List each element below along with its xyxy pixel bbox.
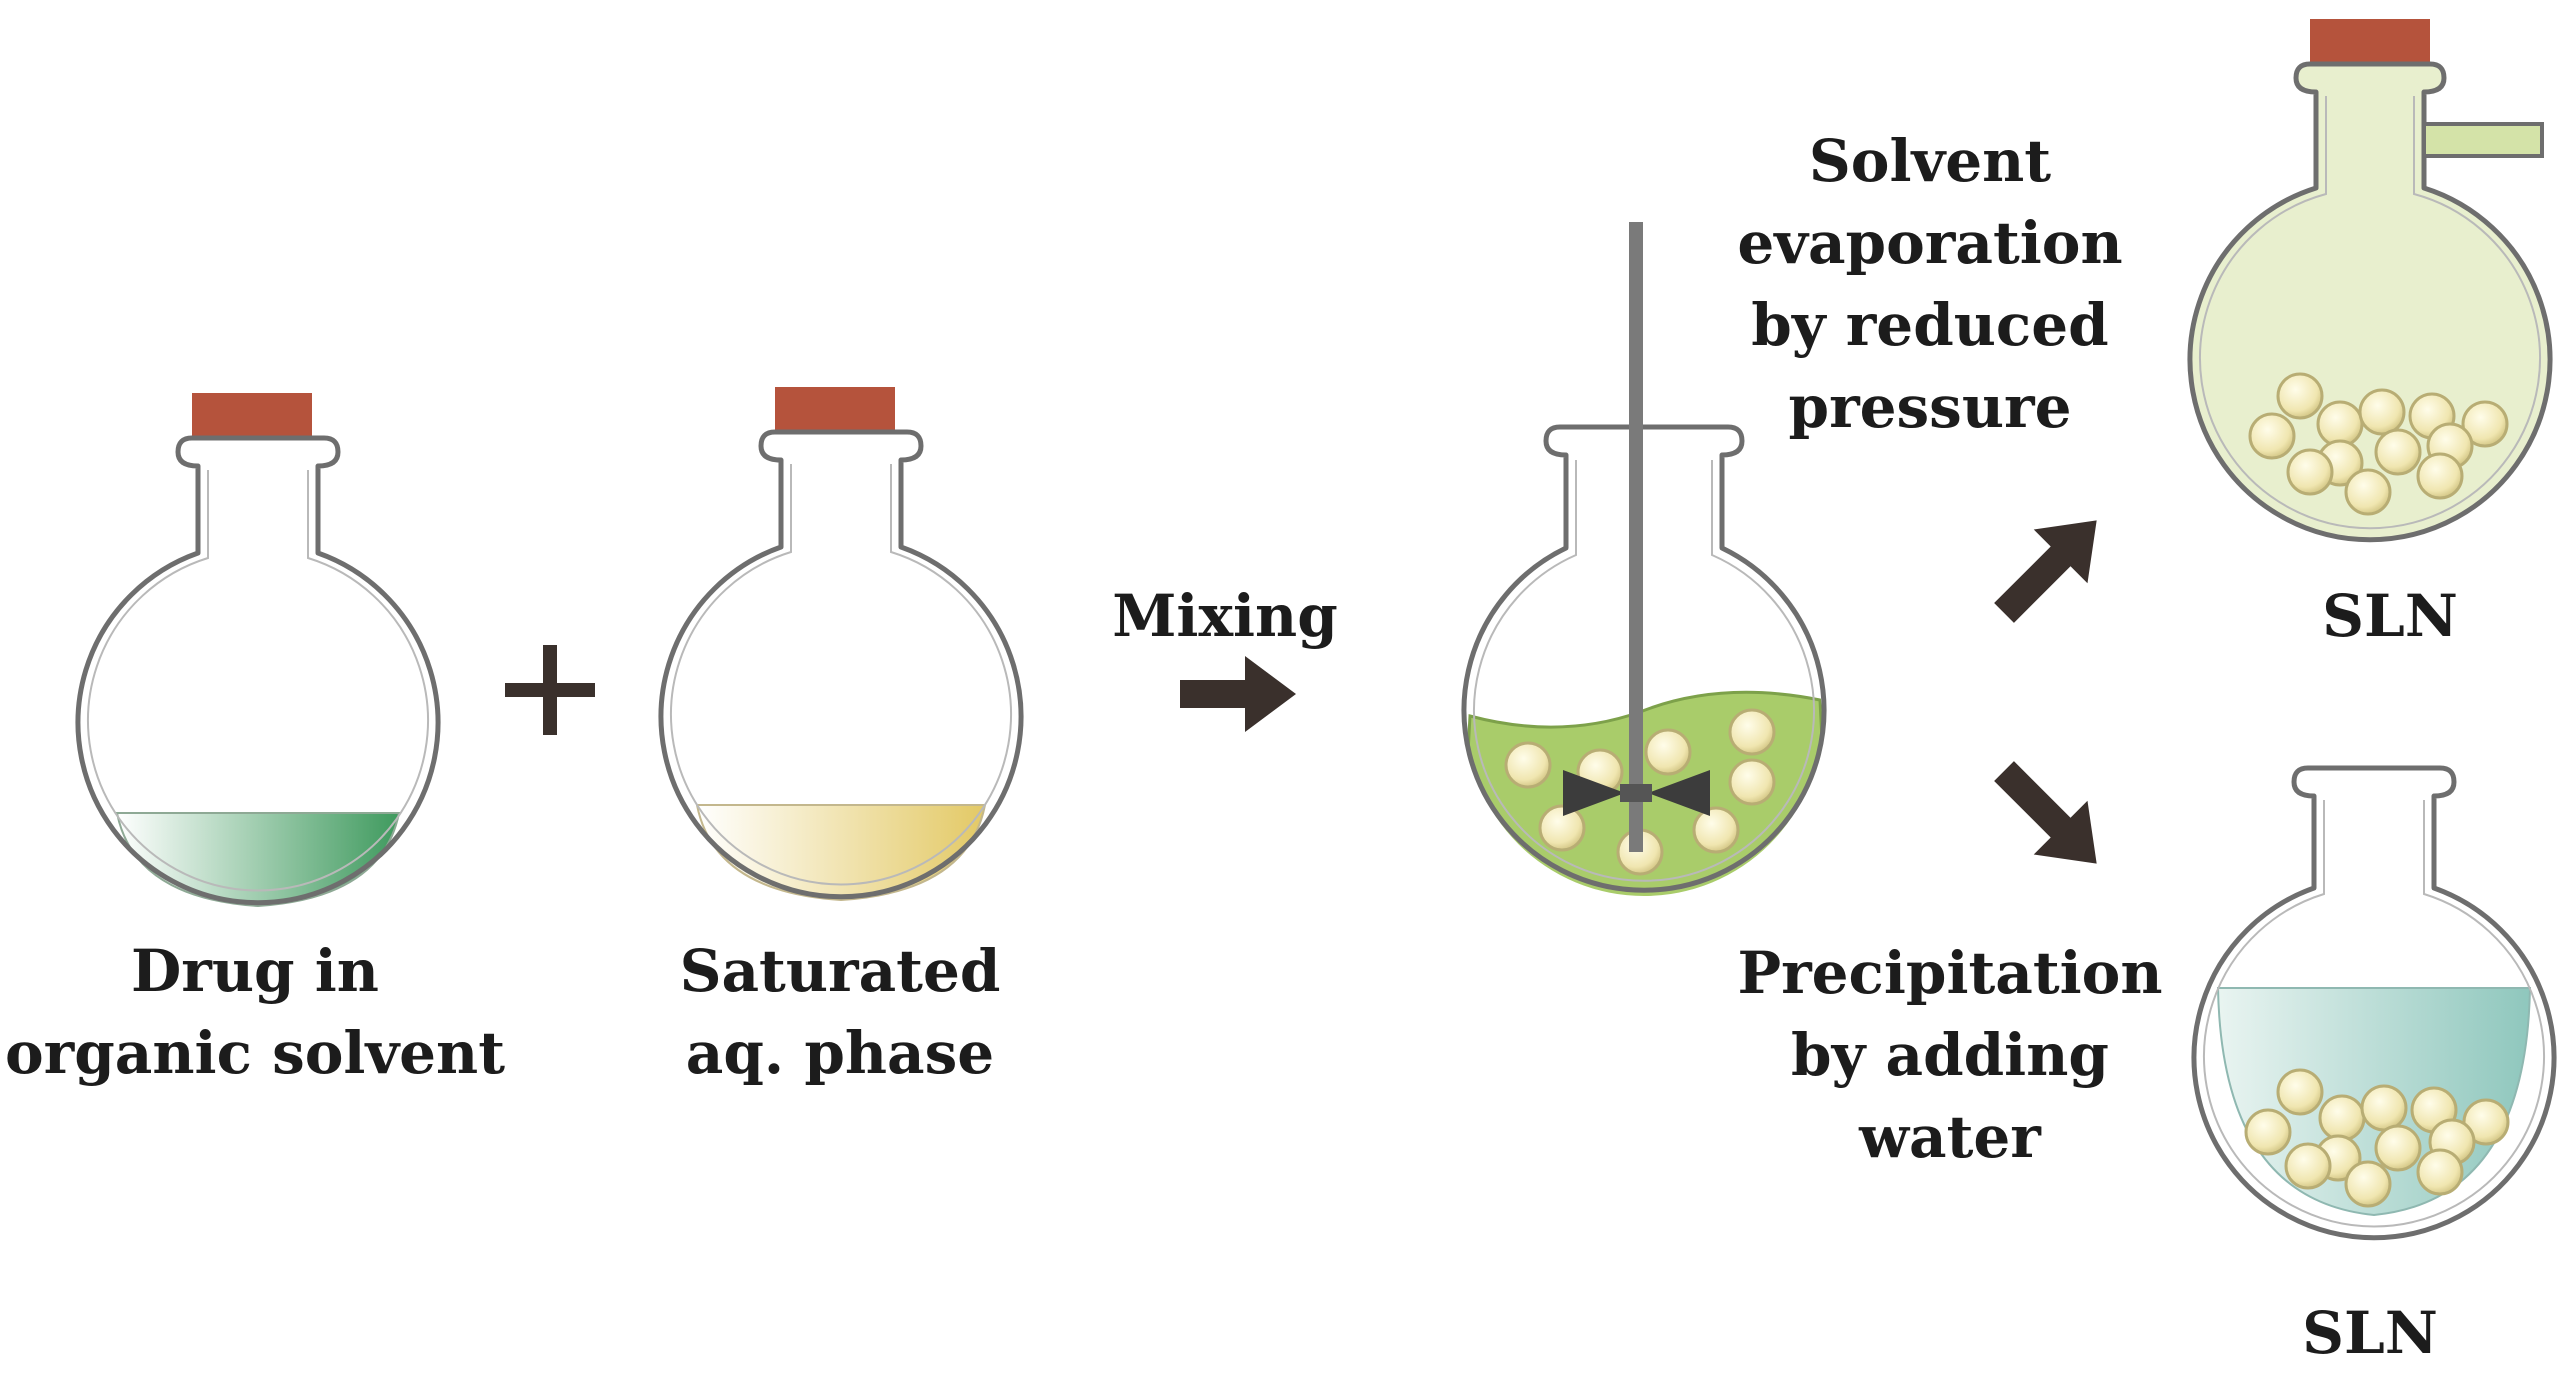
label-sln-top: SLN [2290,575,2490,657]
label-line: by reduced [1751,291,2109,359]
particle-group-mixing [1504,708,1776,876]
plus-icon [505,645,595,735]
right-arrow-icon [1180,656,1296,732]
label-line: by adding [1791,1021,2109,1089]
label-line: Drug in [131,937,379,1005]
label-line: pressure [1788,373,2072,441]
label-line: Mixing [1112,582,1338,650]
particle-group-evaporation [2248,372,2509,516]
label-mixing: Mixing [1090,575,1360,657]
flask-aqueous-phase [658,387,1024,902]
flask-organic-solvent [75,393,441,908]
particle-group-precipitation [2244,1068,2510,1208]
label-line: organic solvent [4,1019,506,1087]
flask-mixing [1461,222,1827,896]
label-drug-in-organic-solvent: Drug in organic solvent [0,930,510,1094]
label-line: Precipitation [1737,939,2163,1007]
flask-evaporation [2187,19,2553,543]
label-line: SLN [2302,1299,2438,1367]
label-sln-bottom: SLN [2270,1292,2470,1374]
label-line: SLN [2322,582,2458,650]
label-precipitation: Precipitation by adding water [1720,932,2180,1178]
label-line: aq. phase [685,1019,995,1087]
down-right-arrow-icon [1994,761,2097,864]
label-line: Saturated [679,937,1001,1005]
stopper-icon [2310,19,2430,65]
label-line: water [1859,1103,2041,1171]
label-line: evaporation [1737,209,2123,277]
label-line: Solvent [1808,127,2052,195]
label-solvent-evaporation: Solvent evaporation by reduced pressure [1700,120,2160,448]
side-arm [2422,122,2544,158]
label-saturated-aq-phase: Saturated aq. phase [640,930,1040,1094]
stopper-icon [192,393,312,439]
stirrer-icon [1563,222,1710,852]
stopper-icon [775,387,895,433]
flask-precipitation [2191,765,2557,1241]
up-right-arrow-icon [1994,520,2097,623]
